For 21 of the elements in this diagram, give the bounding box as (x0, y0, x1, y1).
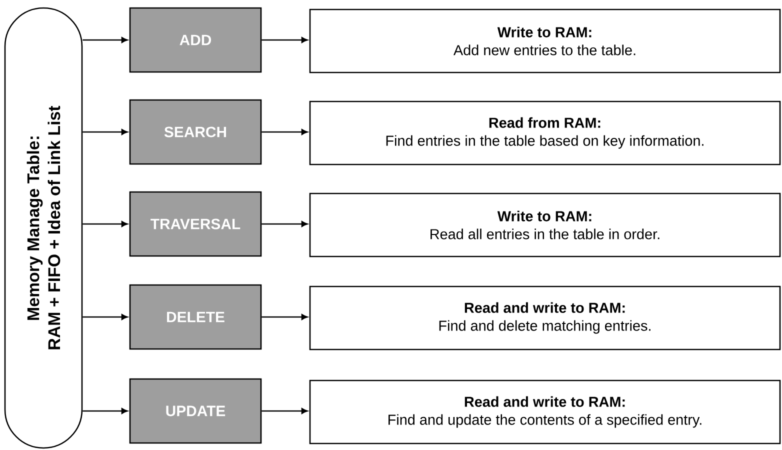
arrow (82, 129, 128, 135)
description-box: Read and write to RAM: Find and update the contents of a specified entry. (309, 380, 781, 444)
process-box: TRAVERSAL (129, 191, 262, 257)
arrow (262, 314, 308, 320)
arrow (262, 129, 308, 135)
process-box: UPDATE (129, 378, 262, 444)
arrow (82, 221, 128, 227)
description-box: Read and write to RAM: Find and delete matching entries. (309, 286, 781, 350)
arrow (82, 37, 128, 43)
arrow (262, 37, 308, 43)
description-box: Write to RAM: Add new entries to the table. (309, 8, 781, 74)
arrow (262, 408, 308, 414)
arrow (262, 221, 308, 227)
rounded-box: Memory Manage Table: RAM + FIFO + Idea of Link List (4, 7, 83, 449)
description-box: Write to RAM: Read all entries in the table in order. (309, 192, 781, 258)
process-box: ADD (129, 7, 262, 73)
arrow (82, 314, 128, 320)
description-box: Read from RAM: Find entries in the table based on key information. (309, 100, 781, 166)
process-box: DELETE (129, 284, 262, 350)
process-box: SEARCH (129, 99, 262, 165)
arrow (82, 408, 128, 414)
